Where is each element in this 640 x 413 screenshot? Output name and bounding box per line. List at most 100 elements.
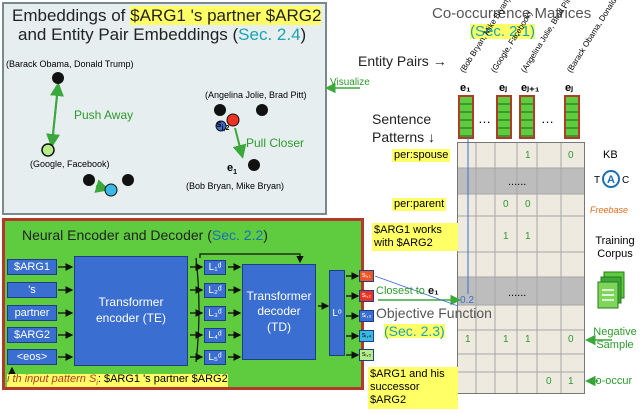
embedding-title-text: Embeddings of	[12, 6, 131, 25]
embedding-title-text2: and Entity Pair Embeddings (	[18, 25, 239, 44]
col-dots-2: …	[541, 111, 554, 126]
row-successor: $ARG1 and his successor $ARG2	[368, 367, 458, 409]
cluster-point-black	[83, 174, 95, 186]
col-bar-1	[458, 95, 474, 139]
cell-pattern-2: 1	[503, 334, 509, 345]
sentence-patterns-label: Sentence Patterns ↓	[372, 111, 436, 145]
e1-point	[248, 159, 260, 171]
entity-pairs-label: Entity Pairs →	[358, 53, 447, 69]
document-stack-icon	[596, 270, 628, 312]
token-eos: <eos>	[7, 349, 57, 365]
s-subscript: i,2	[221, 125, 230, 132]
s-i2-point	[226, 113, 240, 127]
freebase-logo: Freebase	[590, 205, 629, 215]
training-corpus-label: Training Corpus	[595, 235, 635, 261]
pull-closer-label: Pull Closer	[246, 136, 305, 150]
e-letter: e	[227, 162, 234, 174]
matrix-section-ref: (Sec. 2.1)	[470, 23, 536, 40]
cell-pattern-1: 1	[465, 334, 471, 345]
caption-prefix: i th input pattern S	[7, 373, 97, 385]
s-out-2: sᵢ,₂	[359, 290, 374, 302]
cell-parent-3: 0	[525, 199, 531, 210]
row-works-with-text: $ARG1 works with $ARG2	[374, 224, 442, 250]
matrix-gray-row-1	[457, 168, 585, 194]
s-out-5: sᵢ,₅	[359, 349, 374, 361]
s-i2-label: si,2	[216, 119, 230, 133]
row-dots-2: ......	[508, 287, 527, 299]
google-facebook-point	[41, 143, 55, 157]
matrix-title: Co-occurrence Matrices	[432, 5, 592, 22]
point-a	[214, 104, 226, 116]
visualize-label: Visualize	[330, 77, 370, 88]
col-eJ: eⱼ	[565, 82, 574, 94]
embedding-title-line1: Embeddings of $ARG1 's partner $ARG2	[12, 6, 322, 25]
co-occur-label: co-occur	[590, 375, 633, 387]
pair-bryan: (Bob Bryan, Mike Bryan)	[186, 181, 285, 191]
l4d-box: L₄ᵈ	[204, 328, 226, 343]
s-out-3: sᵢ,₃	[359, 310, 374, 322]
s-letter: s	[216, 119, 222, 130]
caption-sub: i	[96, 380, 98, 388]
col-bar-4	[564, 95, 580, 139]
push-away-arrow-down	[46, 85, 60, 148]
embedding-title-line2: and Entity Pair Embeddings (Sec. 2.4)	[18, 26, 306, 43]
cell-spouse-3: 1	[525, 150, 531, 161]
encoder-title-text: Neural Encoder and Decoder (	[22, 227, 212, 243]
cluster-point-cyan	[104, 183, 118, 197]
encoder-caption: i th input pattern Si: $ARG1 's partner …	[7, 373, 228, 388]
col-bar-3	[519, 95, 535, 139]
kb-label: KB	[603, 149, 618, 161]
col-dots-1: …	[478, 111, 491, 126]
transformer-encoder: Transformer encoder (TE)	[74, 256, 188, 366]
col-bar-2	[496, 95, 512, 139]
row-per-parent: per:parent	[392, 198, 447, 211]
objective-section-ref: (Sec. 2.3)	[384, 323, 445, 339]
cell-parent-2: 0	[503, 199, 509, 210]
svg-text:T: T	[594, 175, 600, 186]
matrix-gray-row-2	[457, 277, 585, 305]
kb-icon: A T C	[590, 164, 632, 194]
closest-to-label: Closest to e₁	[376, 286, 439, 297]
cluster-point-black2	[122, 174, 134, 186]
token-partner: partner	[7, 305, 57, 321]
lo-box: Lᵒ	[329, 270, 345, 356]
token-arg2: $ARG2	[7, 327, 57, 343]
pair-google-facebook: (Google, Facebook)	[30, 159, 110, 169]
cell-successor-3: 0	[546, 376, 552, 387]
s-out-1: sᵢ,₁	[359, 270, 374, 282]
cell-works-3: 1	[525, 231, 531, 242]
negative-sample-label: Negative Sample	[593, 326, 637, 352]
push-away-label: Push Away	[74, 108, 134, 122]
col-ej: eⱼ	[499, 82, 508, 94]
col-ej1: eⱼ₊₁	[521, 82, 540, 94]
matrix-lines	[457, 142, 585, 394]
svg-text:A: A	[607, 174, 615, 186]
cell-pattern-4: 0	[568, 334, 574, 345]
value-0-2: 0.2	[460, 295, 474, 306]
svg-text:C: C	[622, 175, 629, 186]
cell-pattern-3: 1	[525, 334, 531, 345]
s-blue-point	[215, 120, 227, 132]
l5d-box: L₅ᵈ	[204, 350, 226, 365]
cell-spouse-4: 0	[568, 150, 574, 161]
col-e1: e₁	[460, 82, 471, 94]
point-b	[256, 104, 268, 116]
embedding-title-end: )	[300, 25, 307, 44]
row-works-with: $ARG1 works with $ARG2	[372, 223, 458, 252]
caption-pattern: : $ARG1 's partner $ARG2	[97, 373, 228, 385]
e-subscript: 1	[233, 169, 238, 177]
closest-e1: e₁	[427, 285, 439, 297]
obama-trump-point	[52, 72, 64, 84]
cluster-arrow	[94, 179, 110, 193]
l2d-box: L₂ᵈ	[204, 283, 226, 298]
cell-works-2: 1	[503, 231, 509, 242]
s-out-4: sᵢ,₄	[359, 330, 374, 342]
encoder-section-ref: Sec. 2.2	[211, 227, 264, 243]
pull-closer-arrow	[232, 127, 247, 159]
encoder-title-end: )	[263, 227, 268, 243]
l1d-box: L₁ᵈ	[204, 260, 226, 275]
token-arg1: $ARG1	[7, 259, 57, 275]
